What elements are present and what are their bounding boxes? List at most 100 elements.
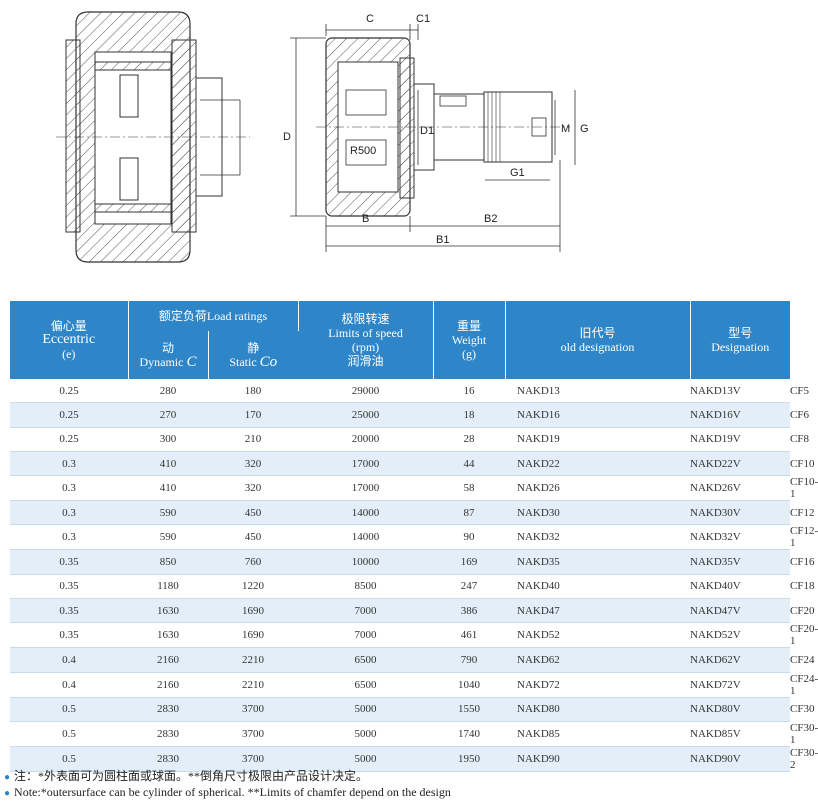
cell-weight: 28 (433, 427, 506, 452)
cell-static-load: 450 (208, 500, 299, 526)
cell-speed-limit: 29000 (298, 379, 434, 404)
spec-table: 偏心量 Eccentric (e) 额定负荷Load ratings 极限转速 … (10, 301, 818, 772)
cell-dynamic-load: 2830 (128, 721, 208, 747)
cross-section-view (56, 11, 250, 263)
cell-static-load: 3700 (208, 721, 299, 747)
header-speed-sub: 润滑油 (347, 354, 384, 368)
cell-static-load: 450 (208, 524, 299, 551)
cell-old-designation-v: NAKD40V (690, 574, 791, 600)
cell-old-designation: NAKD85 (505, 721, 691, 747)
cell-old-designation: NAKD80 (505, 697, 691, 722)
cell-speed-limit: 8500 (298, 574, 434, 600)
header-old-en: old designation (560, 340, 635, 354)
cell-old-designation-v: NAKD72V (690, 672, 791, 698)
cell-static-load: 3700 (208, 697, 299, 722)
dim-label-g: G (580, 123, 589, 135)
cell-old-designation: NAKD35 (505, 549, 691, 575)
header-dynamic-en: Dynamic (139, 355, 184, 369)
header-eccentric-cn: 偏心量 (50, 319, 87, 333)
cell-dynamic-load: 1630 (128, 622, 208, 649)
cell-eccentric: 0.35 (10, 598, 128, 624)
cell-old-designation-v: NAKD52V (690, 622, 791, 649)
header-eccentric-unit: (e) (62, 347, 76, 361)
cell-weight: 58 (433, 475, 506, 502)
dim-label-b1: B1 (436, 234, 449, 246)
technical-drawing: C C1 D D1 R500 M G G1 B B2 B1 (56, 11, 589, 263)
header-model-en: Designation (711, 340, 770, 354)
dim-label-b2: B2 (484, 213, 497, 225)
cell-old-designation: NAKD40 (505, 574, 691, 600)
cell-old-designation: NAKD62 (505, 647, 691, 673)
cell-eccentric: 0.3 (10, 475, 128, 502)
cell-old-designation: NAKD22 (505, 451, 691, 477)
cell-weight: 790 (433, 647, 506, 673)
cell-old-designation: NAKD30 (505, 500, 691, 526)
cell-old-designation: NAKD52 (505, 622, 691, 649)
cell-old-designation: NAKD26 (505, 475, 691, 502)
cell-weight: 386 (433, 598, 506, 624)
cell-old-designation-v: NAKD13V (690, 379, 791, 404)
cell-dynamic-load: 2160 (128, 647, 208, 673)
cell-old-designation: NAKD16 (505, 402, 691, 428)
cell-static-load: 170 (208, 402, 299, 428)
header-weight-unit: (g) (462, 347, 477, 361)
cell-weight: 18 (433, 402, 506, 428)
cell-speed-limit: 7000 (298, 598, 434, 624)
cell-speed-limit: 10000 (298, 549, 434, 575)
cell-eccentric: 0.5 (10, 746, 128, 772)
cell-dynamic-load: 850 (128, 549, 208, 575)
cell-weight: 1550 (433, 697, 506, 722)
header-static-en: Static (229, 355, 257, 369)
cell-static-load: 320 (208, 451, 299, 477)
cell-old-designation-v: NAKD90V (690, 746, 791, 772)
header-static-cn: 静 (247, 341, 260, 355)
cell-old-designation-v: NAKD62V (690, 647, 791, 673)
cell-static-load: 180 (208, 379, 299, 404)
cell-eccentric: 0.25 (10, 427, 128, 452)
cell-speed-limit: 14000 (298, 500, 434, 526)
cell-weight: 16 (433, 379, 506, 404)
cell-speed-limit: 6500 (298, 672, 434, 698)
cell-dynamic-load: 2830 (128, 697, 208, 722)
cell-dynamic-load: 410 (128, 475, 208, 502)
header-static-symbol: Co (259, 354, 278, 370)
cell-speed-limit: 17000 (298, 451, 434, 477)
cell-eccentric: 0.25 (10, 402, 128, 428)
cell-speed-limit: 20000 (298, 427, 434, 452)
cell-old-designation-v: NAKD80V (690, 697, 791, 722)
cell-eccentric: 0.5 (10, 721, 128, 747)
cell-static-load: 760 (208, 549, 299, 575)
header-speed-cn: 极限转速 (341, 312, 390, 326)
header-dynamic: 动 Dynamic C (128, 331, 209, 379)
cell-dynamic-load: 270 (128, 402, 208, 428)
cell-weight: 87 (433, 500, 506, 526)
cell-eccentric: 0.4 (10, 672, 128, 698)
header-static: 静 Static Co (208, 331, 299, 379)
cell-old-designation-v: NAKD22V (690, 451, 791, 477)
dim-label-c1: C1 (416, 13, 430, 25)
header-dynamic-cn: 动 (161, 341, 174, 355)
cell-old-designation-v: NAKD26V (690, 475, 791, 502)
cell-eccentric: 0.25 (10, 379, 128, 404)
cell-dynamic-load: 1630 (128, 598, 208, 624)
cell-old-designation: NAKD90 (505, 746, 691, 772)
header-speed-en: Limits of speed (328, 326, 403, 340)
cell-static-load: 1690 (208, 622, 299, 649)
header-dynamic-symbol: C (186, 354, 197, 370)
cell-static-load: 210 (208, 427, 299, 452)
header-load-ratings: 额定负荷Load ratings (128, 301, 299, 331)
cell-old-designation-v: NAKD35V (690, 549, 791, 575)
header-weight: 重量 Weight (g) (433, 301, 506, 379)
